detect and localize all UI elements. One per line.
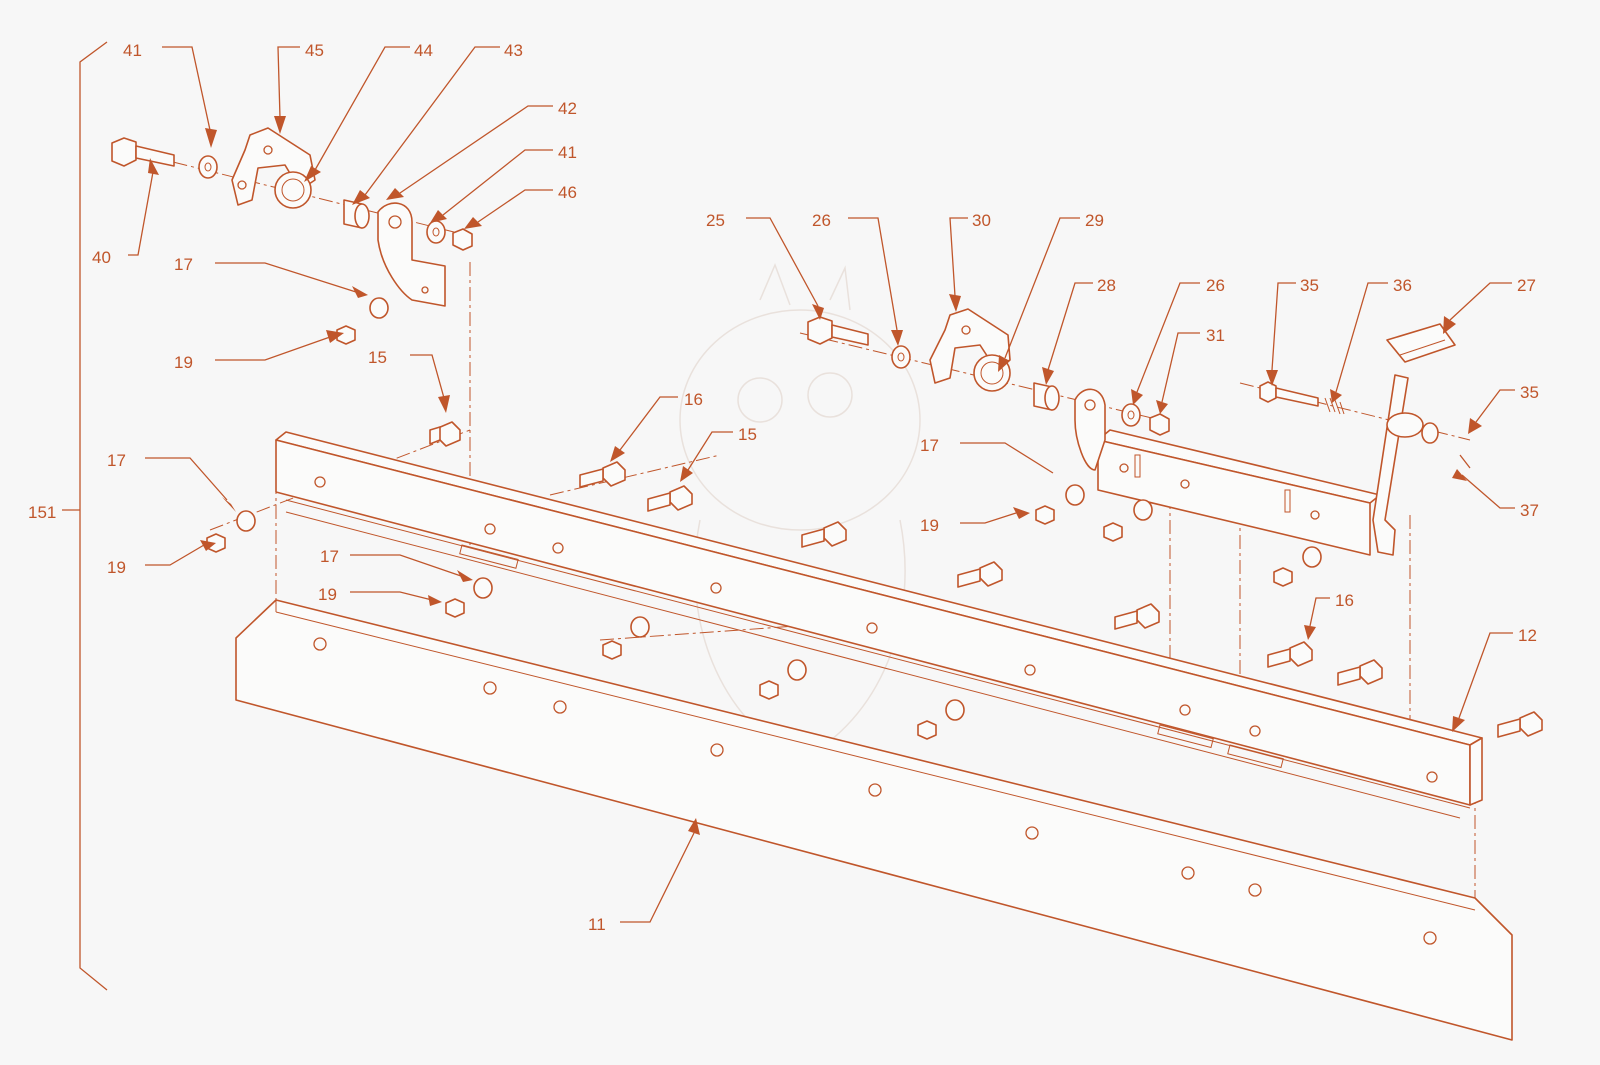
callout-label: 29 [1085, 211, 1104, 230]
assembly-label: 151 [28, 503, 56, 522]
part-35-pin [1259, 381, 1345, 415]
callout-label: 15 [368, 348, 387, 367]
callout-label: 36 [1393, 276, 1412, 295]
part-44-bushing [343, 199, 370, 229]
leader-lines [128, 46, 1515, 923]
part-19-nuts [206, 325, 1293, 740]
callout-label: 41 [123, 41, 142, 60]
watermark-figure [679, 262, 921, 761]
callout-label: 26 [812, 211, 831, 230]
part-26-washer [891, 345, 1141, 427]
part-40-bolt [111, 137, 175, 167]
callout-label: 19 [318, 585, 337, 604]
part-15-16-screws [429, 421, 1543, 738]
callout-label: 28 [1097, 276, 1116, 295]
callout-label: 35 [1520, 383, 1539, 402]
callout-labels: 41 45 44 43 42 41 46 40 17 19 15 16 15 1… [28, 41, 1539, 934]
callout-label: 17 [174, 255, 193, 274]
callout-label: 40 [92, 248, 111, 267]
part-12-channel-rail [275, 431, 1483, 819]
part-11-base-plate [235, 599, 1513, 1041]
callout-label: 27 [1517, 276, 1536, 295]
callout-label: 11 [588, 915, 606, 934]
callout-label: 12 [1518, 626, 1537, 645]
callout-label: 16 [684, 390, 703, 409]
callout-label: 15 [738, 425, 757, 444]
callout-label: 30 [972, 211, 991, 230]
part-17-washers [236, 297, 1322, 721]
callout-label: 45 [305, 41, 324, 60]
callout-label: 44 [414, 41, 433, 60]
callout-label: 19 [107, 558, 126, 577]
part-41-washer [198, 155, 446, 244]
callout-label: 31 [1206, 326, 1225, 345]
part-42-lever-plate [377, 202, 446, 307]
callout-label: 43 [504, 41, 523, 60]
callout-label: 41 [558, 143, 577, 162]
callout-label: 25 [706, 211, 725, 230]
callout-label: 37 [1520, 501, 1539, 520]
callout-label: 17 [107, 451, 126, 470]
callout-label: 17 [920, 436, 939, 455]
part-28-bushing [1033, 382, 1060, 411]
assembly-bracket [62, 41, 108, 991]
callout-label: 17 [320, 547, 339, 566]
callout-label: 19 [920, 516, 939, 535]
callout-label: 16 [1335, 591, 1354, 610]
part-45-spring-bracket [231, 127, 316, 209]
part-30-spring-bracket [929, 308, 1011, 392]
part-25-bolt [807, 316, 869, 346]
part-27-lever-bracket [1097, 323, 1456, 556]
arrowheads [148, 116, 1482, 835]
callout-label: 42 [558, 99, 577, 118]
callout-label: 19 [174, 353, 193, 372]
callout-label: 46 [558, 183, 577, 202]
part-37-pin [1459, 454, 1471, 469]
callout-label: 35 [1300, 276, 1319, 295]
part-29-lever-plate [1074, 388, 1106, 471]
callout-label: 26 [1206, 276, 1225, 295]
